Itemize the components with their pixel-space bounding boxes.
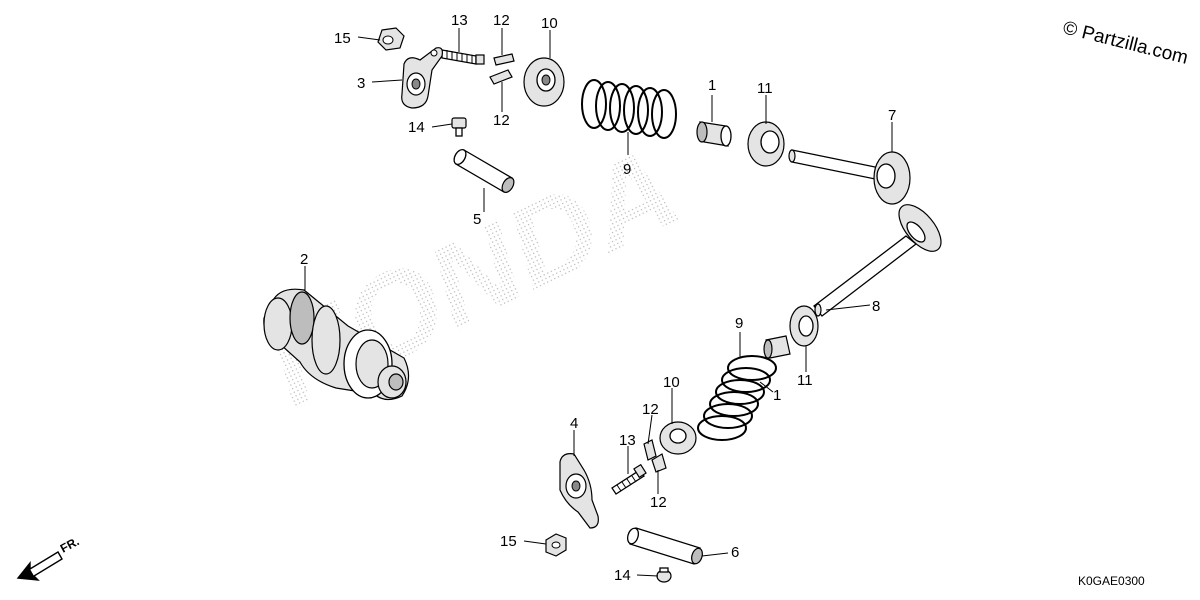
callout-1-top: 1 xyxy=(708,77,716,94)
part-nut-bottom[interactable] xyxy=(545,533,567,557)
part-valve-cotter-bottom-b[interactable] xyxy=(651,453,667,473)
callout-11-bottom: 11 xyxy=(797,372,813,389)
part-valve-cotter-bottom-a[interactable] xyxy=(643,439,657,461)
callout-10-bottom: 10 xyxy=(663,374,680,391)
callout-12-bottom-b: 12 xyxy=(650,494,667,511)
part-adjusting-screw-top[interactable] xyxy=(441,49,485,65)
callout-12-bottom-a: 12 xyxy=(642,401,659,418)
callout-3: 3 xyxy=(357,75,365,92)
callout-4: 4 xyxy=(570,415,578,432)
part-valve-cotter-top-b[interactable] xyxy=(489,69,513,85)
callout-5: 5 xyxy=(473,211,481,228)
copyright-text: © Partzilla.com xyxy=(1061,17,1190,68)
leader-lines xyxy=(304,28,893,577)
callout-12-top-a: 12 xyxy=(493,12,510,29)
callout-8: 8 xyxy=(872,298,880,315)
callout-13-bottom: 13 xyxy=(619,432,636,449)
callout-14-top: 14 xyxy=(408,119,425,136)
part-bolt-bottom[interactable] xyxy=(656,567,672,583)
part-rocker-arm-bottom[interactable] xyxy=(559,453,599,529)
callout-15-bottom: 15 xyxy=(500,533,517,550)
callout-2: 2 xyxy=(300,251,308,268)
part-camshaft[interactable] xyxy=(263,288,410,401)
callout-9-top: 9 xyxy=(623,161,631,178)
callout-14-bottom: 14 xyxy=(614,567,631,584)
part-valve-spring-bottom[interactable] xyxy=(697,355,777,441)
front-direction-label: FR. xyxy=(58,534,82,555)
callout-7: 7 xyxy=(888,107,896,124)
callout-13-top: 13 xyxy=(451,12,468,29)
part-rocker-arm-top[interactable] xyxy=(401,47,443,109)
part-valve-spring-top[interactable] xyxy=(581,79,677,139)
callout-10-top: 10 xyxy=(541,15,558,32)
part-rocker-shaft-bottom[interactable] xyxy=(626,527,704,565)
part-stem-seal-bottom[interactable] xyxy=(763,335,791,359)
part-bolt-top[interactable] xyxy=(451,117,467,137)
part-valve-top[interactable] xyxy=(788,149,911,205)
callout-labels: 15 13 12 10 3 12 14 1 11 7 9 5 2 8 9 10 … xyxy=(300,12,896,584)
part-stem-seal-top[interactable] xyxy=(696,121,732,147)
callout-11-top: 11 xyxy=(757,80,773,97)
part-spring-seat-top[interactable] xyxy=(747,121,785,167)
part-valve-bottom[interactable] xyxy=(813,198,949,317)
part-spring-seat-bottom[interactable] xyxy=(789,305,819,347)
callout-9-bottom: 9 xyxy=(735,315,743,332)
front-direction-arrow-icon xyxy=(16,551,63,581)
part-valve-cotter-top-a[interactable] xyxy=(493,53,515,66)
callout-15-top: 15 xyxy=(334,30,351,47)
part-spring-retainer-top[interactable] xyxy=(523,57,565,107)
part-adjusting-screw-bottom[interactable] xyxy=(611,463,647,495)
part-nut-top[interactable] xyxy=(377,27,405,51)
callout-1-bottom: 1 xyxy=(773,387,781,404)
callout-6: 6 xyxy=(731,544,739,561)
part-spring-retainer-bottom[interactable] xyxy=(659,421,697,455)
diagram-code: K0GAE0300 xyxy=(1078,574,1145,588)
part-rocker-shaft-top[interactable] xyxy=(452,148,517,195)
callout-12-top-b: 12 xyxy=(493,112,510,129)
